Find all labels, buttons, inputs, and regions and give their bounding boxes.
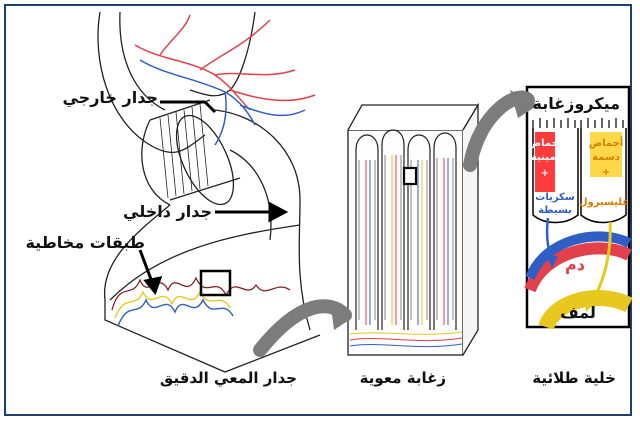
- blood-vessels: [135, 15, 315, 145]
- focus-square-1: [201, 271, 230, 295]
- label-lymph: لمف: [560, 303, 596, 322]
- right-plus: +: [602, 167, 610, 178]
- focus-square-2: [404, 168, 416, 184]
- right-line3: غليسيرول: [579, 197, 629, 208]
- left-line4: بسيطة: [538, 205, 572, 216]
- caption-epithelial-cell: خلية طلائية: [532, 369, 616, 387]
- caption-intestine-wall: جدار المعي الدقيق: [160, 369, 297, 387]
- left-line3: سكريات: [535, 192, 575, 203]
- left-line2: أمينية: [531, 150, 559, 163]
- label-microvilli: ميكروزغابة: [533, 94, 621, 113]
- right-line1: أحماض: [589, 136, 624, 149]
- label-inner-wall: جدار داخلي: [123, 202, 212, 222]
- label-mucosal-layers: طبقات مخاطية: [25, 233, 145, 252]
- right-line2: دسمة: [592, 152, 620, 163]
- caption-villus: زغابة معوية: [360, 369, 446, 387]
- label-outer-wall: جدار خارجي: [62, 88, 158, 108]
- label-blood: دم: [565, 255, 585, 274]
- left-line1: أحماض: [528, 136, 563, 149]
- villus-block: [348, 105, 478, 355]
- left-plus: +: [541, 168, 549, 179]
